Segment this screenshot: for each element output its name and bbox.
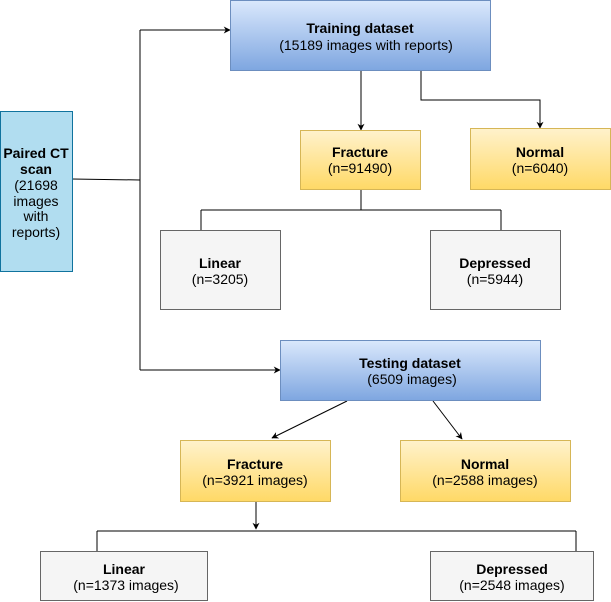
train-normal-box bbox=[470, 128, 611, 190]
train-linear-border bbox=[160, 230, 281, 310]
train-depressed-box bbox=[430, 230, 561, 310]
test-depressed-box bbox=[430, 551, 594, 601]
node-train-depressed: Depressed (n=5944) bbox=[430, 230, 561, 310]
test-depressed-title: Depressed bbox=[476, 561, 548, 577]
train-linear-box bbox=[160, 230, 281, 310]
test-linear-title: Linear bbox=[103, 561, 146, 577]
testing-dataset-title: Testing dataset bbox=[359, 355, 461, 371]
node-test-fracture: Fracture (n=3921 images) bbox=[180, 440, 331, 502]
node-paired-ct-scan: Paired CT scan (21698 images with report… bbox=[0, 111, 73, 272]
testing-dataset-subtitle: (6509 images) bbox=[367, 371, 457, 387]
train-depressed-border bbox=[430, 230, 561, 310]
test-depressed-border bbox=[430, 551, 594, 601]
train-fracture-title: Fracture bbox=[332, 144, 388, 160]
node-testing-dataset: Testing dataset (6509 images) bbox=[280, 340, 541, 401]
test-linear-subtitle: (n=1373 images) bbox=[73, 577, 178, 593]
edge-train-fracture-split bbox=[200, 190, 502, 230]
paired-ct-line-3: (21698 bbox=[14, 177, 58, 193]
train-depressed-subtitle: (n=5944) bbox=[467, 271, 523, 287]
node-test-linear: Linear (n=1373 images) bbox=[40, 551, 208, 601]
edge-training-to-normal bbox=[420, 71, 544, 129]
edge-testing-to-fracture bbox=[271, 400, 348, 439]
test-depressed-subtitle: (n=2548 images) bbox=[459, 577, 564, 593]
paired-ct-line-2: scan bbox=[20, 161, 52, 177]
train-depressed-title: Depressed bbox=[459, 255, 531, 271]
paired-ct-line-1: Paired CT bbox=[3, 145, 69, 161]
paired-ct-line-4: images bbox=[13, 193, 58, 209]
test-linear-box bbox=[40, 551, 208, 601]
train-fracture-box bbox=[300, 130, 421, 190]
test-fracture-box bbox=[180, 440, 331, 502]
node-test-normal: Normal (n=2588 images) bbox=[400, 440, 571, 502]
train-normal-title: Normal bbox=[516, 144, 564, 160]
test-normal-title: Normal bbox=[461, 456, 509, 472]
train-linear-subtitle: (n=3205) bbox=[192, 271, 248, 287]
node-training-dataset: Training dataset (15189 images with repo… bbox=[230, 0, 491, 71]
node-train-fracture: Fracture (n=91490) bbox=[300, 130, 421, 190]
test-linear-border bbox=[40, 551, 208, 601]
paired-ct-scan-box bbox=[0, 111, 73, 272]
testing-dataset-box bbox=[280, 340, 541, 401]
train-normal-subtitle: (n=6040) bbox=[512, 160, 568, 176]
train-linear-title: Linear bbox=[199, 255, 242, 271]
node-test-depressed: Depressed (n=2548 images) bbox=[430, 551, 594, 601]
edge-test-fracture-split bbox=[96, 530, 577, 551]
test-fracture-subtitle: (n=3921 images) bbox=[202, 472, 307, 488]
training-dataset-box bbox=[230, 0, 491, 71]
test-normal-subtitle: (n=2588 images) bbox=[432, 472, 537, 488]
training-dataset-subtitle: (15189 images with reports) bbox=[279, 37, 453, 53]
node-train-normal: Normal (n=6040) bbox=[470, 128, 611, 190]
edge-paired-to-junction bbox=[71, 178, 141, 181]
train-fracture-subtitle: (n=91490) bbox=[328, 160, 392, 176]
paired-ct-scan-border bbox=[0, 111, 73, 272]
test-fracture-title: Fracture bbox=[227, 456, 283, 472]
test-normal-box bbox=[400, 440, 571, 502]
training-dataset-title: Training dataset bbox=[306, 20, 414, 36]
connectors bbox=[71, 26, 577, 551]
edge-testing-to-normal bbox=[432, 400, 463, 440]
paired-ct-line-6: reports) bbox=[12, 224, 60, 240]
node-train-linear: Linear (n=3205) bbox=[160, 230, 281, 310]
paired-ct-line-5: with bbox=[23, 208, 49, 224]
